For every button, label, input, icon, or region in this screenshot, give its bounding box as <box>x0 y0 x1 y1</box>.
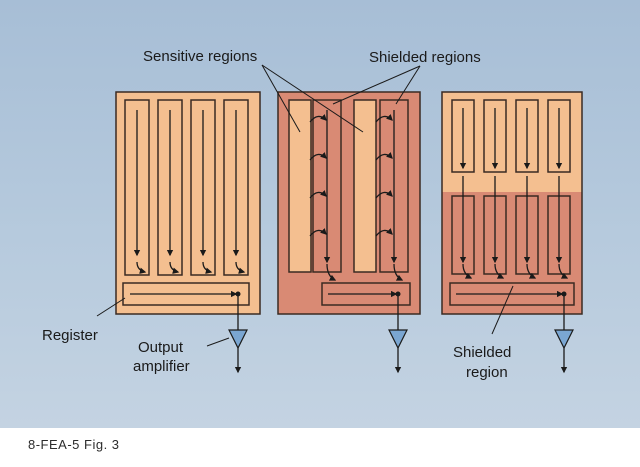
label-sensitive-regions: Sensitive regions <box>143 48 257 65</box>
leader-shielded-a <box>332 65 421 105</box>
leader-sensitive-a <box>261 64 301 133</box>
output-amplifier-2 <box>388 329 408 350</box>
panel-full-frame <box>115 91 261 374</box>
register-1 <box>122 282 250 306</box>
column-arrows-2 <box>309 110 404 281</box>
label-output: Output <box>138 339 184 356</box>
leader-register <box>96 297 126 317</box>
panel-frame-transfer <box>441 91 583 374</box>
register-2 <box>321 282 411 306</box>
column-arrows-1 <box>133 110 246 274</box>
label-region: region <box>466 364 508 381</box>
label-amplifier: amplifier <box>133 358 190 375</box>
leader-shielded-b <box>395 65 421 105</box>
figure-panel: Sensitive regions Shielded regions Regis… <box>0 0 640 428</box>
output-amplifier-1 <box>228 329 248 350</box>
column-arrows-3 <box>459 108 569 279</box>
shielded-col-2a <box>312 99 342 273</box>
columns-1 <box>124 99 249 276</box>
ccd-diagram: Sensitive regions Shielded regions Regis… <box>42 48 583 381</box>
label-shielded: Shielded <box>453 344 511 361</box>
shielded-col-2b <box>379 99 409 273</box>
label-shielded-regions: Shielded regions <box>369 49 481 66</box>
leader-sensitive-b <box>261 64 364 133</box>
leader-shielded-region <box>491 285 514 335</box>
panel-interline <box>277 91 421 374</box>
figure-caption: 8-FEA-5 Fig. 3 <box>28 437 120 452</box>
output-amplifier-3 <box>554 329 574 350</box>
sensitive-col-2a <box>288 99 312 273</box>
label-register: Register <box>42 327 98 344</box>
register-3 <box>449 282 575 306</box>
sensitive-col-2b <box>353 99 377 273</box>
leader-lines <box>96 64 514 347</box>
leader-output <box>206 337 230 347</box>
